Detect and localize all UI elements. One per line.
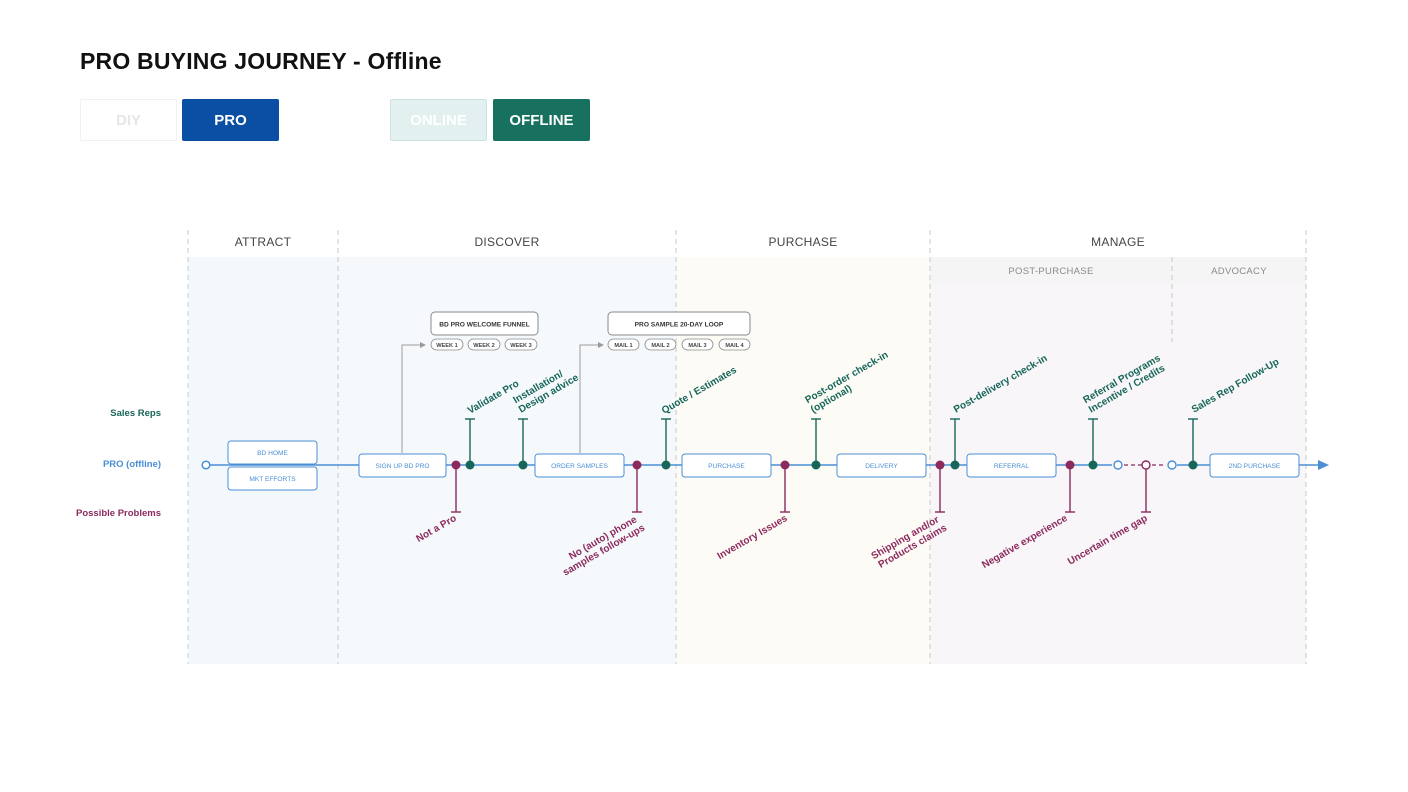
substage-label-post-purchase: POST-PURCHASE bbox=[1008, 266, 1093, 277]
bd-home-label: BD HOME bbox=[257, 450, 288, 457]
mail-2-pill[interactable] bbox=[644, 338, 677, 351]
problem-node[interactable] bbox=[780, 460, 790, 470]
second-purchase-label: 2ND PURCHASE bbox=[1229, 463, 1281, 470]
touchpoint-node[interactable] bbox=[1088, 460, 1098, 470]
sample-loop-funnel: PRO SAMPLE 20-DAY LOOP MAIL 1 MAIL 2 MAI… bbox=[607, 311, 751, 351]
gap-start-node bbox=[1113, 460, 1123, 470]
sample-loop-box bbox=[607, 311, 751, 336]
post-purchase-header bbox=[930, 257, 1172, 283]
pro-toggle-button[interactable]: PRO bbox=[182, 99, 279, 141]
lane-label-possible-problems: Possible Problems bbox=[76, 508, 161, 519]
mkt-efforts-label: MKT EFFORTS bbox=[249, 476, 296, 483]
problem-node[interactable] bbox=[451, 460, 461, 470]
advocacy-header bbox=[1172, 257, 1306, 283]
lane-label-sales-reps: Sales Reps bbox=[110, 408, 161, 419]
signup-bd-pro-label: SIGN UP BD PRO bbox=[375, 463, 429, 470]
week-2-label: WEEK 2 bbox=[473, 343, 494, 349]
welcome-funnel-box bbox=[430, 311, 539, 336]
touchpoint-node[interactable] bbox=[518, 460, 528, 470]
page-title: PRO BUYING JOURNEY - Offline bbox=[80, 48, 442, 74]
stage-label-purchase: PURCHASE bbox=[768, 235, 837, 249]
substage-label-advocacy: ADVOCACY bbox=[1211, 266, 1267, 277]
mkt-efforts-step[interactable] bbox=[227, 466, 318, 491]
order-samples-label: ORDER SAMPLES bbox=[551, 463, 608, 470]
mail-1-pill[interactable] bbox=[607, 338, 640, 351]
order-samples-step[interactable] bbox=[534, 453, 625, 478]
purchase-step[interactable] bbox=[681, 453, 772, 478]
signup-bd-pro-step[interactable] bbox=[358, 453, 447, 478]
welcome-funnel-connector bbox=[401, 342, 426, 453]
welcome-funnel: BD PRO WELCOME FUNNEL WEEK 1 WEEK 2 WEEK… bbox=[430, 311, 539, 351]
delivery-label: DELIVERY bbox=[865, 463, 898, 470]
week-2-pill[interactable] bbox=[467, 338, 501, 351]
week-1-label: WEEK 1 bbox=[436, 343, 457, 349]
problem-node[interactable] bbox=[935, 460, 945, 470]
stage-label-attract: ATTRACT bbox=[235, 235, 292, 249]
delivery-step[interactable] bbox=[836, 453, 927, 478]
mail-4-label: MAIL 4 bbox=[725, 343, 744, 349]
touchpoint-node[interactable] bbox=[950, 460, 960, 470]
lane-label-pro: PRO (offline) bbox=[103, 459, 161, 470]
gap-end-node bbox=[1167, 460, 1177, 470]
offline-toggle-button[interactable]: OFFLINE bbox=[493, 99, 590, 141]
week-3-pill[interactable] bbox=[504, 338, 538, 351]
touchpoint-node[interactable] bbox=[811, 460, 821, 470]
stage-label-manage: MANAGE bbox=[1091, 235, 1145, 249]
journey-arrow-icon bbox=[1318, 460, 1329, 470]
diy-toggle-button[interactable]: DIY bbox=[80, 99, 177, 141]
mail-1-label: MAIL 1 bbox=[614, 343, 632, 349]
sample-loop-connector bbox=[579, 342, 604, 453]
second-purchase-step[interactable] bbox=[1209, 453, 1300, 478]
mail-3-label: MAIL 3 bbox=[688, 343, 706, 349]
touchpoint-node[interactable] bbox=[1188, 460, 1198, 470]
touchpoint-node[interactable] bbox=[465, 460, 475, 470]
problem-node[interactable] bbox=[632, 460, 642, 470]
sample-loop-title: PRO SAMPLE 20-DAY LOOP bbox=[635, 322, 724, 329]
referral-label: REFERRAL bbox=[994, 463, 1030, 470]
referral-step[interactable] bbox=[966, 453, 1057, 478]
welcome-funnel-title: BD PRO WELCOME FUNNEL bbox=[439, 322, 529, 329]
touchpoint-node[interactable] bbox=[661, 460, 671, 470]
uncertain-gap-node[interactable] bbox=[1141, 460, 1151, 470]
mail-3-pill[interactable] bbox=[681, 338, 714, 351]
problem-node[interactable] bbox=[1065, 460, 1075, 470]
week-3-label: WEEK 3 bbox=[510, 343, 531, 349]
mail-4-pill[interactable] bbox=[718, 338, 751, 351]
journey-start-node bbox=[201, 460, 211, 470]
week-1-pill[interactable] bbox=[430, 338, 464, 351]
stage-label-discover: DISCOVER bbox=[474, 235, 539, 249]
mail-2-label: MAIL 2 bbox=[651, 343, 669, 349]
bd-home-step[interactable] bbox=[227, 440, 318, 465]
online-toggle-button[interactable]: ONLINE bbox=[390, 99, 487, 141]
purchase-label: PURCHASE bbox=[708, 463, 745, 470]
